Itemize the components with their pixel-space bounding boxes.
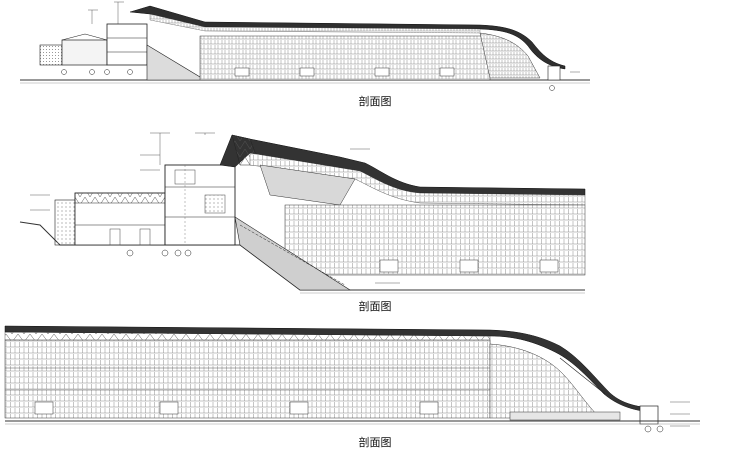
seating-bowl	[4, 339, 491, 419]
section-caption-2: 剖面图	[358, 300, 392, 313]
lower-tier-section	[146, 44, 207, 81]
end-stand	[479, 32, 541, 79]
left-annex	[54, 199, 76, 246]
grid-markers	[126, 249, 192, 257]
roof-canopy	[129, 5, 566, 70]
section-1-svg	[20, 1, 590, 91]
section-caption-3: 剖面图	[358, 436, 392, 449]
left-annex	[39, 44, 63, 66]
seating-bowl	[284, 204, 586, 276]
entrance-building	[61, 39, 108, 66]
right-kiosk	[547, 65, 561, 81]
end-stand	[489, 343, 601, 419]
section-3-svg	[4, 325, 700, 433]
concourse-block	[106, 23, 148, 66]
grid-markers	[61, 69, 555, 91]
grid-markers	[644, 425, 664, 433]
section-drawing-2	[0, 125, 750, 295]
section-drawing-1	[0, 0, 750, 95]
section-caption-1: 剖面图	[358, 95, 392, 108]
section-2-svg	[19, 132, 586, 294]
section-drawing-3	[0, 318, 750, 433]
